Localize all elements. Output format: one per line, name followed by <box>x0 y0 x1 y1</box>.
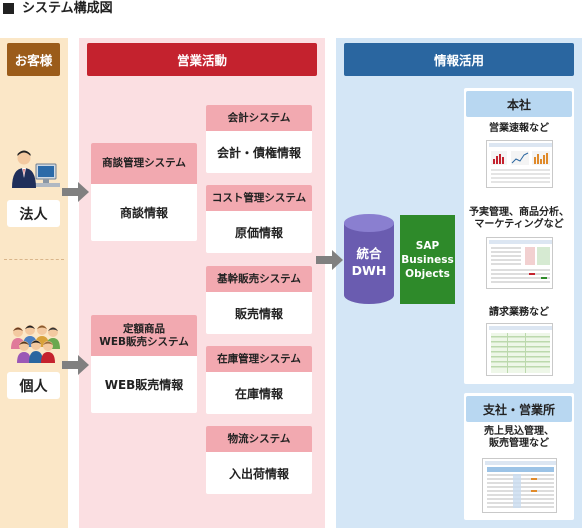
system-info: 原価情報 <box>234 225 283 240</box>
title-bullet <box>3 3 14 14</box>
system-info: 在庫情報 <box>234 386 283 401</box>
sales-forecast-thumbnail <box>482 458 557 513</box>
arrow-corporate-to-deal <box>62 182 89 202</box>
sap-label-line1: SAP <box>415 239 440 252</box>
diagram-title: システム構成図 <box>22 1 113 16</box>
customer-label-corporate: 法人 <box>7 200 60 227</box>
honsha-caption-2: 予実管理、商品分析、 マーケティングなど <box>469 207 569 230</box>
sap-label-line2: Business <box>401 253 454 266</box>
honsha-caption-1: 営業速報など <box>489 123 549 134</box>
system-info: 入出荷情報 <box>228 466 289 481</box>
deal-system-label: 定額商品 WEB販売システム <box>91 315 197 356</box>
dwh-cylinder-icon <box>344 214 394 304</box>
honsha-header: 本社 <box>466 91 572 117</box>
sap-label-line3: Objects <box>405 267 450 280</box>
info-header: 情報活用 <box>344 43 574 76</box>
corporate-person-icon <box>10 148 60 192</box>
sales-report-thumbnail <box>486 140 553 188</box>
deal-box-web: 定額商品 WEB販売システム WEB販売情報 <box>91 315 197 413</box>
customer-label-individual: 個人 <box>7 372 60 399</box>
system-name: 会計システム <box>206 105 312 131</box>
system-box-inventory: 在庫管理システム 在庫情報 <box>206 346 312 414</box>
sales-header: 営業活動 <box>87 43 317 76</box>
system-box-accounting: 会計システム 会計・債権情報 <box>206 105 312 173</box>
system-box-core-sales: 基幹販売システム 販売情報 <box>206 266 312 334</box>
dwh-label-line1: 統合 <box>356 246 382 261</box>
customer-divider <box>4 259 64 260</box>
arrow-sales-to-dwh <box>316 250 343 270</box>
deal-info-label: WEB販売情報 <box>104 378 184 392</box>
deal-system-label: 商談管理システム <box>91 143 197 184</box>
honsha-caption-3: 請求業務など <box>489 307 549 318</box>
system-info: 販売情報 <box>234 306 283 321</box>
individual-people-icon <box>8 323 62 363</box>
billing-thumbnail <box>486 323 553 376</box>
customer-header: お客様 <box>7 43 60 76</box>
system-box-cost: コスト管理システム 原価情報 <box>206 185 312 253</box>
dwh-label: 統合 DWH <box>343 245 395 279</box>
system-name: 基幹販売システム <box>206 266 312 292</box>
system-box-logistics: 物流システム 入出荷情報 <box>206 426 312 494</box>
branch-caption: 売上見込管理、 販売管理など <box>484 426 554 449</box>
system-name: 物流システム <box>206 426 312 452</box>
system-info: 会計・債権情報 <box>216 145 301 160</box>
dwh-label-line2: DWH <box>351 263 387 278</box>
arrow-individual-to-web <box>62 355 89 375</box>
budget-analysis-thumbnail <box>486 237 553 289</box>
system-name: 在庫管理システム <box>206 346 312 372</box>
branch-header: 支社・営業所 <box>466 396 572 422</box>
sap-business-objects-box: SAP Business Objects <box>400 215 455 304</box>
deal-info-label: 商談情報 <box>119 206 168 220</box>
deal-box-negotiation: 商談管理システム 商談情報 <box>91 143 197 241</box>
customer-column <box>0 38 68 528</box>
system-name: コスト管理システム <box>206 185 312 211</box>
